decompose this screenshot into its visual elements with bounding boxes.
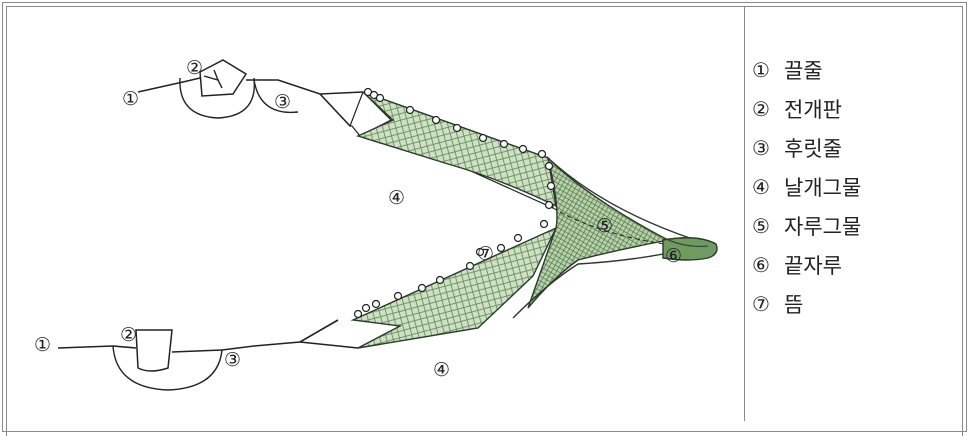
legend-number: ④	[752, 175, 784, 199]
legend-item: ⑤ 자루그물	[752, 206, 962, 245]
legend-label: 뜸	[784, 289, 803, 319]
label-floats: ⑦	[477, 243, 494, 265]
column-divider	[744, 6, 745, 421]
legend-label: 날개그물	[784, 172, 861, 202]
label-otter-board-bottom: ②	[120, 324, 137, 346]
trawl-net-diagram: ① ② ③ ④ ⑦ ⑤ ⑥ ① ② ③ ④	[8, 8, 742, 421]
label-wing-net-top: ④	[388, 187, 405, 209]
legend-number: ⑦	[752, 292, 784, 316]
legend-label: 후릿줄	[784, 133, 842, 163]
label-cod-end: ⑥	[665, 245, 682, 267]
label-tow-rope-bottom: ①	[34, 334, 51, 356]
otter-board-bottom	[136, 330, 172, 371]
otter-board-top	[200, 60, 246, 96]
legend-number: ①	[752, 58, 784, 82]
bridle-bottom	[172, 320, 338, 352]
tow-rope-top	[138, 78, 200, 92]
label-bridle-bottom: ③	[224, 349, 241, 371]
legend: ① 끌줄 ② 전개판 ③ 후릿줄 ④ 날개그물 ⑤ 자루그물 ⑥ 끝자루 ⑦ 뜸	[752, 50, 962, 323]
legend-item: ⑥ 끝자루	[752, 245, 962, 284]
legend-number: ⑥	[752, 253, 784, 277]
bridle-top	[246, 80, 363, 94]
legend-item: ④ 날개그물	[752, 167, 962, 206]
label-tow-rope-top: ①	[122, 88, 139, 110]
legend-item: ③ 후릿줄	[752, 128, 962, 167]
legend-item: ② 전개판	[752, 89, 962, 128]
label-body-net: ⑤	[596, 215, 613, 237]
legend-number: ③	[752, 136, 784, 160]
legend-label: 끌줄	[784, 55, 823, 85]
legend-number: ⑤	[752, 214, 784, 238]
legend-label: 전개판	[784, 94, 842, 124]
legend-label: 자루그물	[784, 211, 861, 241]
label-wing-net-bottom: ④	[433, 359, 450, 381]
wing-net-bottom	[353, 228, 556, 348]
legend-item: ⑦ 뜸	[752, 284, 962, 323]
label-bridle-top: ③	[274, 91, 291, 113]
legend-label: 끝자루	[784, 250, 842, 280]
label-otter-board-top: ②	[186, 57, 203, 79]
legend-number: ②	[752, 97, 784, 121]
tow-rope-bottom	[58, 346, 136, 348]
legend-item: ① 끌줄	[752, 50, 962, 89]
